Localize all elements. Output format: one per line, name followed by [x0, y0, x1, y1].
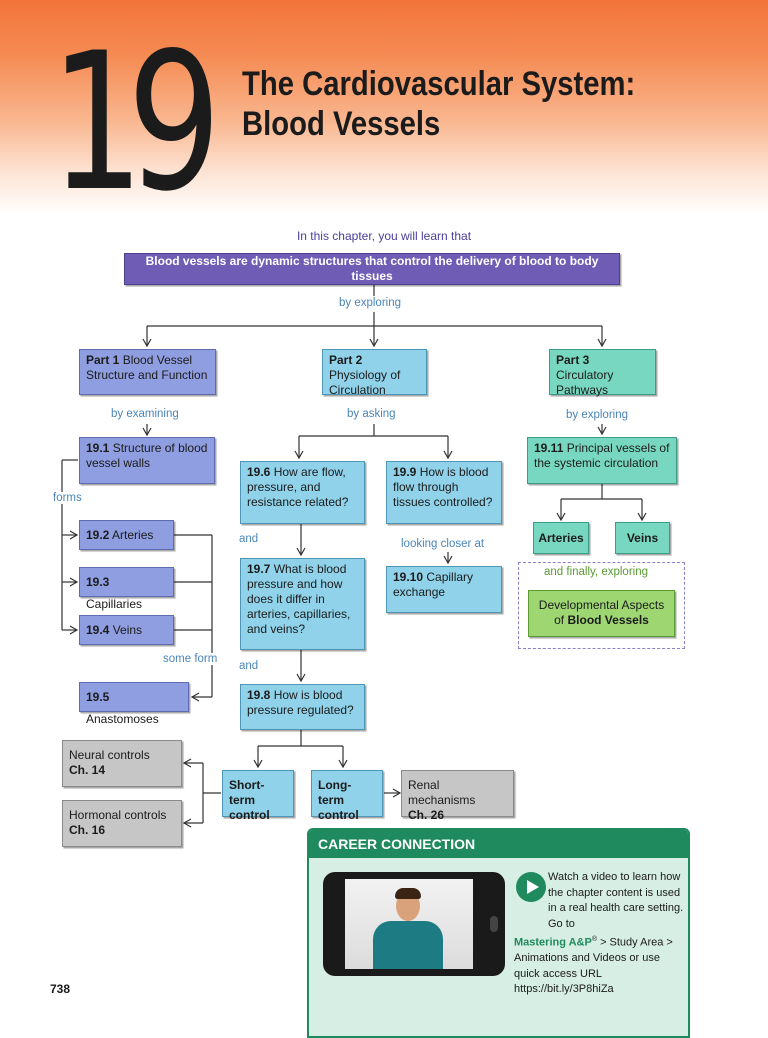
label-by-exploring: by exploring [339, 297, 402, 309]
long-term-label: Long-term control [318, 778, 359, 822]
chapter-title-line1: The Cardiovascular System: [242, 65, 636, 103]
arteries-box: Arteries [533, 522, 589, 554]
section-19-4-text: Veins [112, 623, 143, 637]
career-text-1: Watch a video to learn how the chapter c… [548, 871, 684, 930]
chapter-title-line2: Blood Vessels [242, 105, 441, 143]
section-19-2-box: 19.2 Arteries [79, 520, 174, 550]
section-19-8-box: 19.8 How is blood pressure regulated? [240, 684, 365, 730]
section-19-5-num: 19.5 [86, 690, 110, 704]
header-band [0, 0, 768, 215]
part2-text: Physiology of Circulation [329, 368, 401, 397]
neural-box: Neural controls Ch. 14 [62, 740, 182, 787]
chapter-number: 19 [50, 12, 221, 233]
short-term-label: Short-term control [229, 778, 270, 822]
section-19-9-num: 19.9 [393, 465, 417, 479]
section-19-9-text: How is blood flow through tissues contro… [393, 465, 493, 509]
part2-box: Part 2 Physiology of Circulation [322, 349, 427, 397]
arteries-label: Arteries [538, 530, 584, 545]
section-19-7-num: 19.7 [247, 562, 271, 576]
section-19-4-num: 19.4 [86, 623, 110, 637]
section-19-8-text: How is blood pressure regulated? [247, 688, 354, 717]
section-19-11-num: 19.11 [534, 441, 564, 455]
label-by-examining: by examining [111, 408, 179, 420]
video-screen [345, 879, 473, 969]
mastering-link[interactable]: Mastering A&P [514, 936, 592, 949]
label-looking-closer: looking closer at [401, 538, 485, 550]
part1-text: Blood Vessel Structure and Function [86, 353, 208, 382]
hormonal-ref: Ch. 16 [69, 823, 106, 837]
veins-label: Veins [626, 530, 659, 545]
play-icon[interactable] [516, 872, 546, 902]
section-19-11-box: 19.11 Principal vessels of the systemic … [527, 437, 677, 484]
label-and-1: and [239, 533, 259, 545]
page-number: 738 [50, 982, 71, 996]
part1-box: Part 1 Blood Vessel Structure and Functi… [79, 349, 216, 395]
label-by-asking: by asking [347, 408, 396, 420]
career-text: Watch a video to learn how the chapter c… [514, 870, 686, 998]
section-19-10-text: Capillary exchange [393, 570, 474, 599]
dev-line1: Developmental Aspects [538, 598, 665, 612]
part3-prefix: Part 3 [556, 353, 590, 367]
label-forms: forms [52, 492, 83, 504]
section-19-5-box: 19.5 Anastomoses [79, 682, 189, 726]
renal-box: Renal mechanisms Ch. 26 [401, 770, 514, 822]
dev-line2: of Blood Vessels [535, 613, 668, 628]
label-and-finally: and finally, exploring [544, 566, 648, 578]
presenter-hair [395, 888, 421, 899]
section-19-1-box: 19.1 Structure of blood vessel walls [79, 437, 215, 484]
hormonal-text: Hormonal controls [69, 808, 167, 822]
video-thumbnail[interactable] [323, 872, 505, 976]
main-statement: Blood vessels are dynamic structures tha… [145, 254, 599, 283]
dev-bold: Blood Vessels [567, 613, 649, 627]
section-19-6-text: How are flow, pressure, and resistance r… [247, 465, 349, 509]
dev-of: of [554, 613, 565, 627]
main-statement-box: Blood vessels are dynamic structures tha… [124, 253, 620, 285]
section-19-2-num: 19.2 [86, 528, 110, 542]
section-19-3-num: 19.3 [86, 575, 110, 589]
label-and-2: and [239, 660, 259, 672]
short-term-box: Short-term control [222, 770, 294, 822]
section-19-9-box: 19.9 How is blood flow through tissues c… [386, 461, 502, 524]
long-term-box: Long-term control [311, 770, 383, 822]
section-19-10-num: 19.10 [393, 570, 424, 584]
developmental-box: Developmental Aspects of Blood Vessels [528, 590, 675, 637]
label-some-form: some form [161, 653, 220, 665]
part2-prefix: Part 2 [329, 353, 363, 367]
presenter-body [373, 921, 443, 969]
career-text-2: > Study Area > Animations and Videos or … [514, 936, 673, 996]
hormonal-box: Hormonal controls Ch. 16 [62, 800, 182, 847]
section-19-6-num: 19.6 [247, 465, 271, 479]
section-19-7-box: 19.7 What is blood pressure and how does… [240, 558, 365, 650]
section-19-6-box: 19.6 How are flow, pressure, and resista… [240, 461, 365, 524]
part1-prefix: Part 1 [86, 353, 120, 367]
part3-box: Part 3 Circulatory Pathways [549, 349, 656, 397]
section-19-11-text: Principal vessels of the systemic circul… [534, 441, 670, 470]
section-19-7-text: What is blood pressure and how does it d… [247, 562, 351, 636]
section-19-1-text: Structure of blood vessel walls [86, 441, 208, 470]
veins-box: Veins [615, 522, 670, 554]
neural-text: Neural controls [69, 748, 150, 762]
section-19-3-box: 19.3 Capillaries [79, 567, 174, 611]
section-19-10-box: 19.10 Capillary exchange [386, 566, 502, 613]
part3-text: Circulatory Pathways [556, 368, 614, 397]
label-by-exploring-2: by exploring [566, 409, 629, 421]
section-19-8-num: 19.8 [247, 688, 271, 702]
dashed-frame [518, 562, 685, 649]
renal-text: Renal mechanisms [408, 778, 476, 807]
registered-mark: ® [591, 936, 597, 943]
section-19-4-box: 19.4 Veins [79, 615, 174, 645]
section-19-2-text: Arteries [112, 528, 154, 542]
section-19-5-text: Anastomoses [86, 712, 159, 726]
chapter-title: The Cardiovascular System: Blood Vessels [242, 64, 635, 144]
section-19-1-num: 19.1 [86, 441, 110, 455]
play-triangle [527, 880, 539, 894]
neural-ref: Ch. 14 [69, 763, 106, 777]
career-heading: CAREER CONNECTION [309, 830, 688, 858]
phone-home-button [490, 916, 498, 932]
renal-ref: Ch. 26 [408, 808, 445, 822]
intro-text: In this chapter, you will learn that [296, 229, 472, 243]
section-19-3-text: Capillaries [86, 597, 143, 611]
career-connection-panel: CAREER CONNECTION Watch a video to learn… [307, 828, 690, 1038]
